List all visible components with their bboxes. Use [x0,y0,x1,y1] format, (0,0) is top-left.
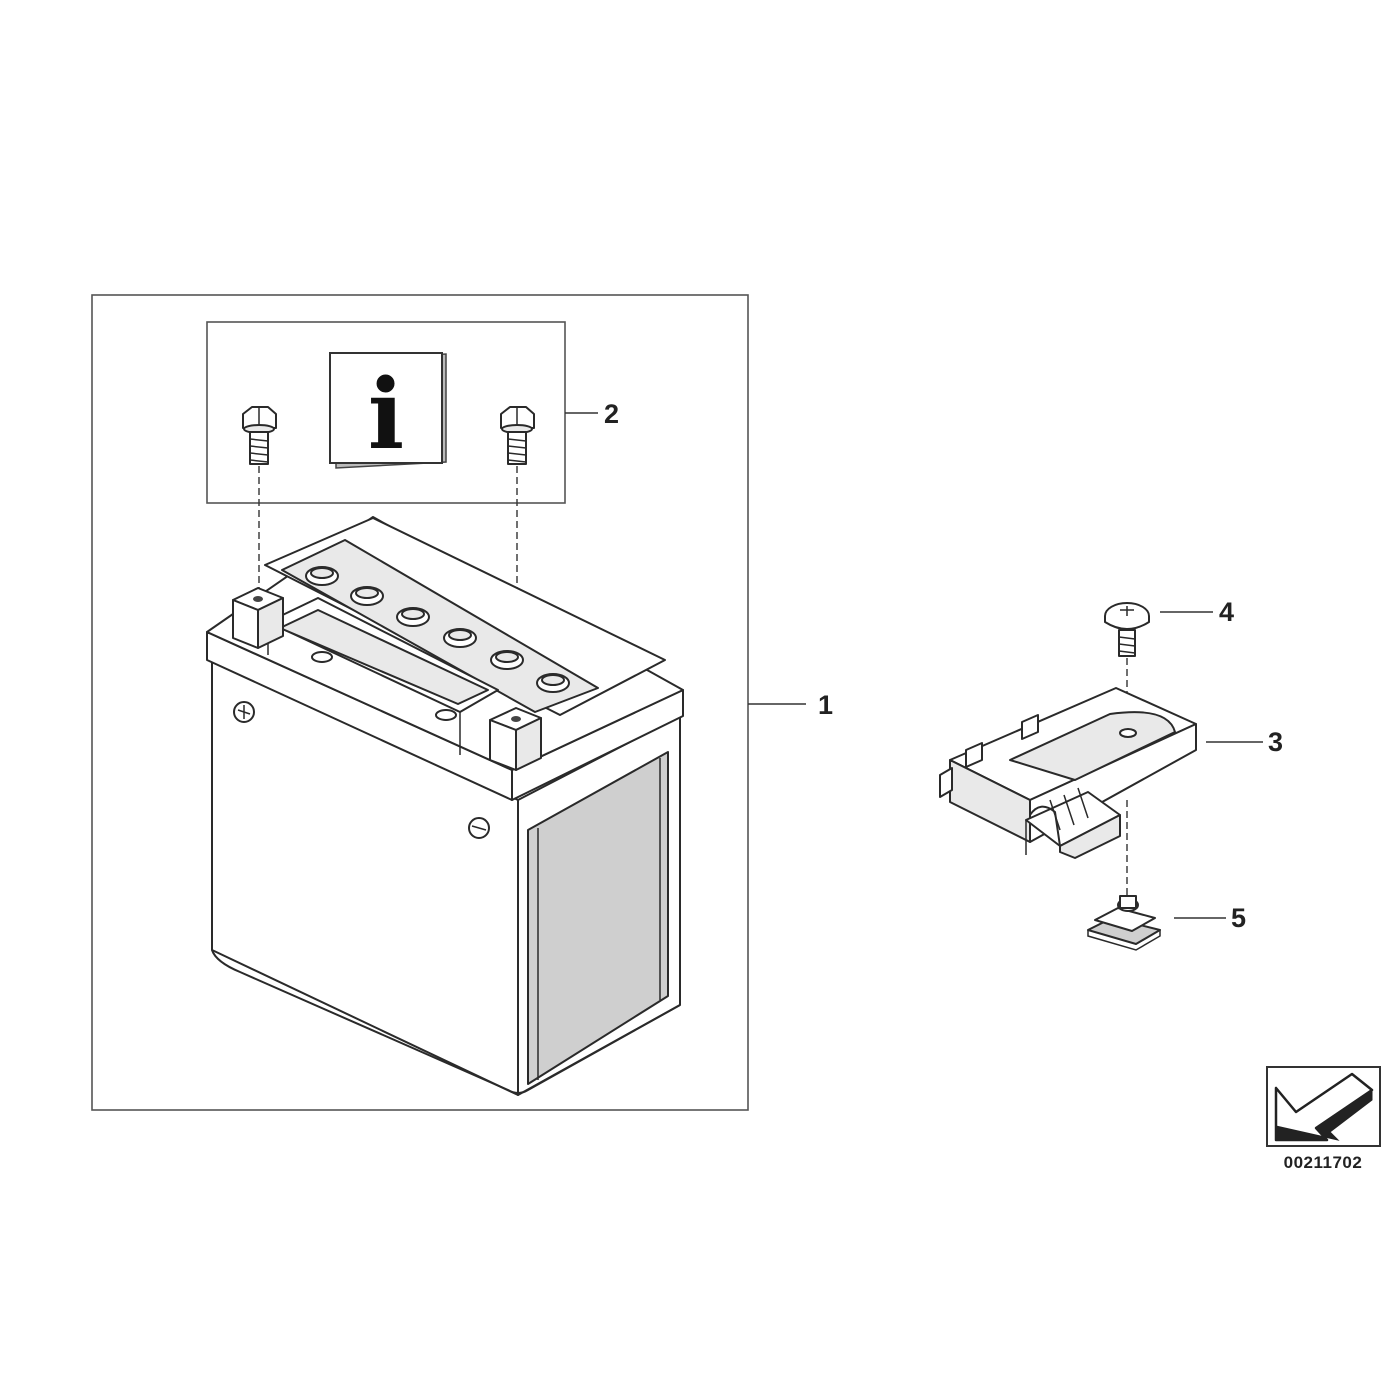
bolt-left [242,406,277,465]
info-symbol: i [368,358,404,471]
terminal-right [489,707,542,771]
diagram-number: 00211702 [1284,1153,1363,1172]
callout-4: 4 [1219,597,1234,627]
bracket [939,687,1197,859]
info-icon: i [329,352,447,471]
plus-mark [233,701,255,723]
callout-5: 5 [1231,903,1246,933]
screw [1104,602,1150,657]
battery-group-frame [91,294,749,1111]
minus-mark [468,817,490,839]
clip-nut [1087,895,1161,951]
callout-1: 1 [818,690,833,720]
bolt-right [500,406,535,465]
terminal-left [232,587,284,649]
callout-2: 2 [604,399,619,429]
callout-3: 3 [1268,727,1283,757]
battery [206,516,684,1096]
direction-arrow-icon [1266,1066,1381,1147]
vent-caps [305,566,570,693]
